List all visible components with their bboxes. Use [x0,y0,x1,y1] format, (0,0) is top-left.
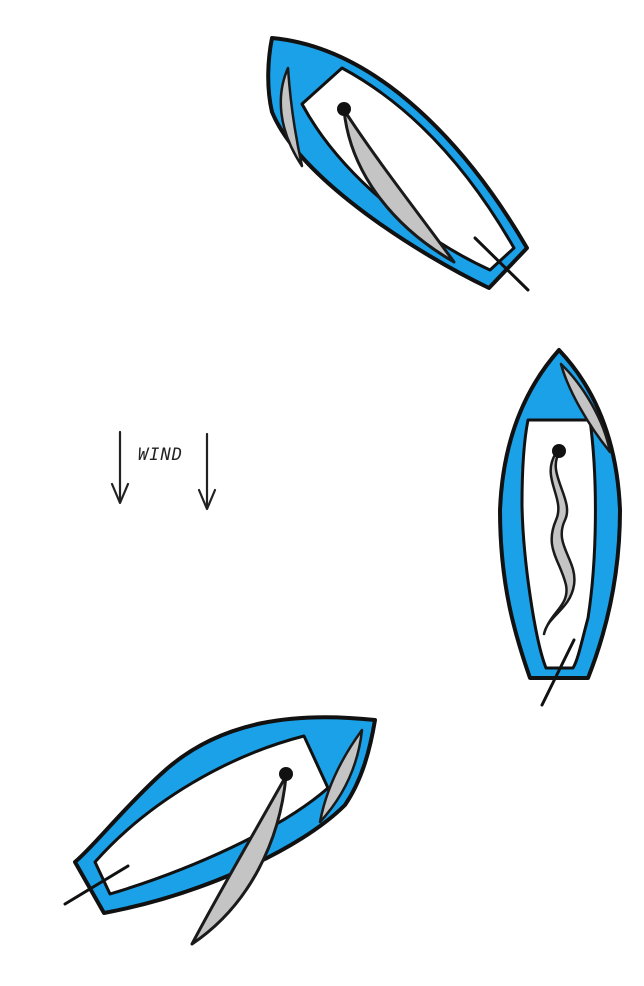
main-sail-luffing [542,450,576,636]
cockpit [93,734,330,896]
mast [552,444,566,458]
mast [279,767,293,781]
tiller [473,236,530,292]
main-sail [190,774,288,946]
jib-sail [279,66,304,168]
wind-arrow-right [197,432,217,511]
jib-sail [318,728,364,824]
boat-head-to-wind [498,348,622,707]
cockpit [300,66,516,272]
tiller [540,638,576,707]
tiller [63,864,130,906]
jib-sail [559,362,612,454]
main-sail [342,108,456,264]
wind-arrow-left [110,430,130,505]
mast [337,102,351,116]
boat-close-hauled [266,36,530,292]
boat-reaching [63,715,377,946]
wind-label: WIND [138,445,183,465]
wind-indicator: WIND [110,430,217,511]
